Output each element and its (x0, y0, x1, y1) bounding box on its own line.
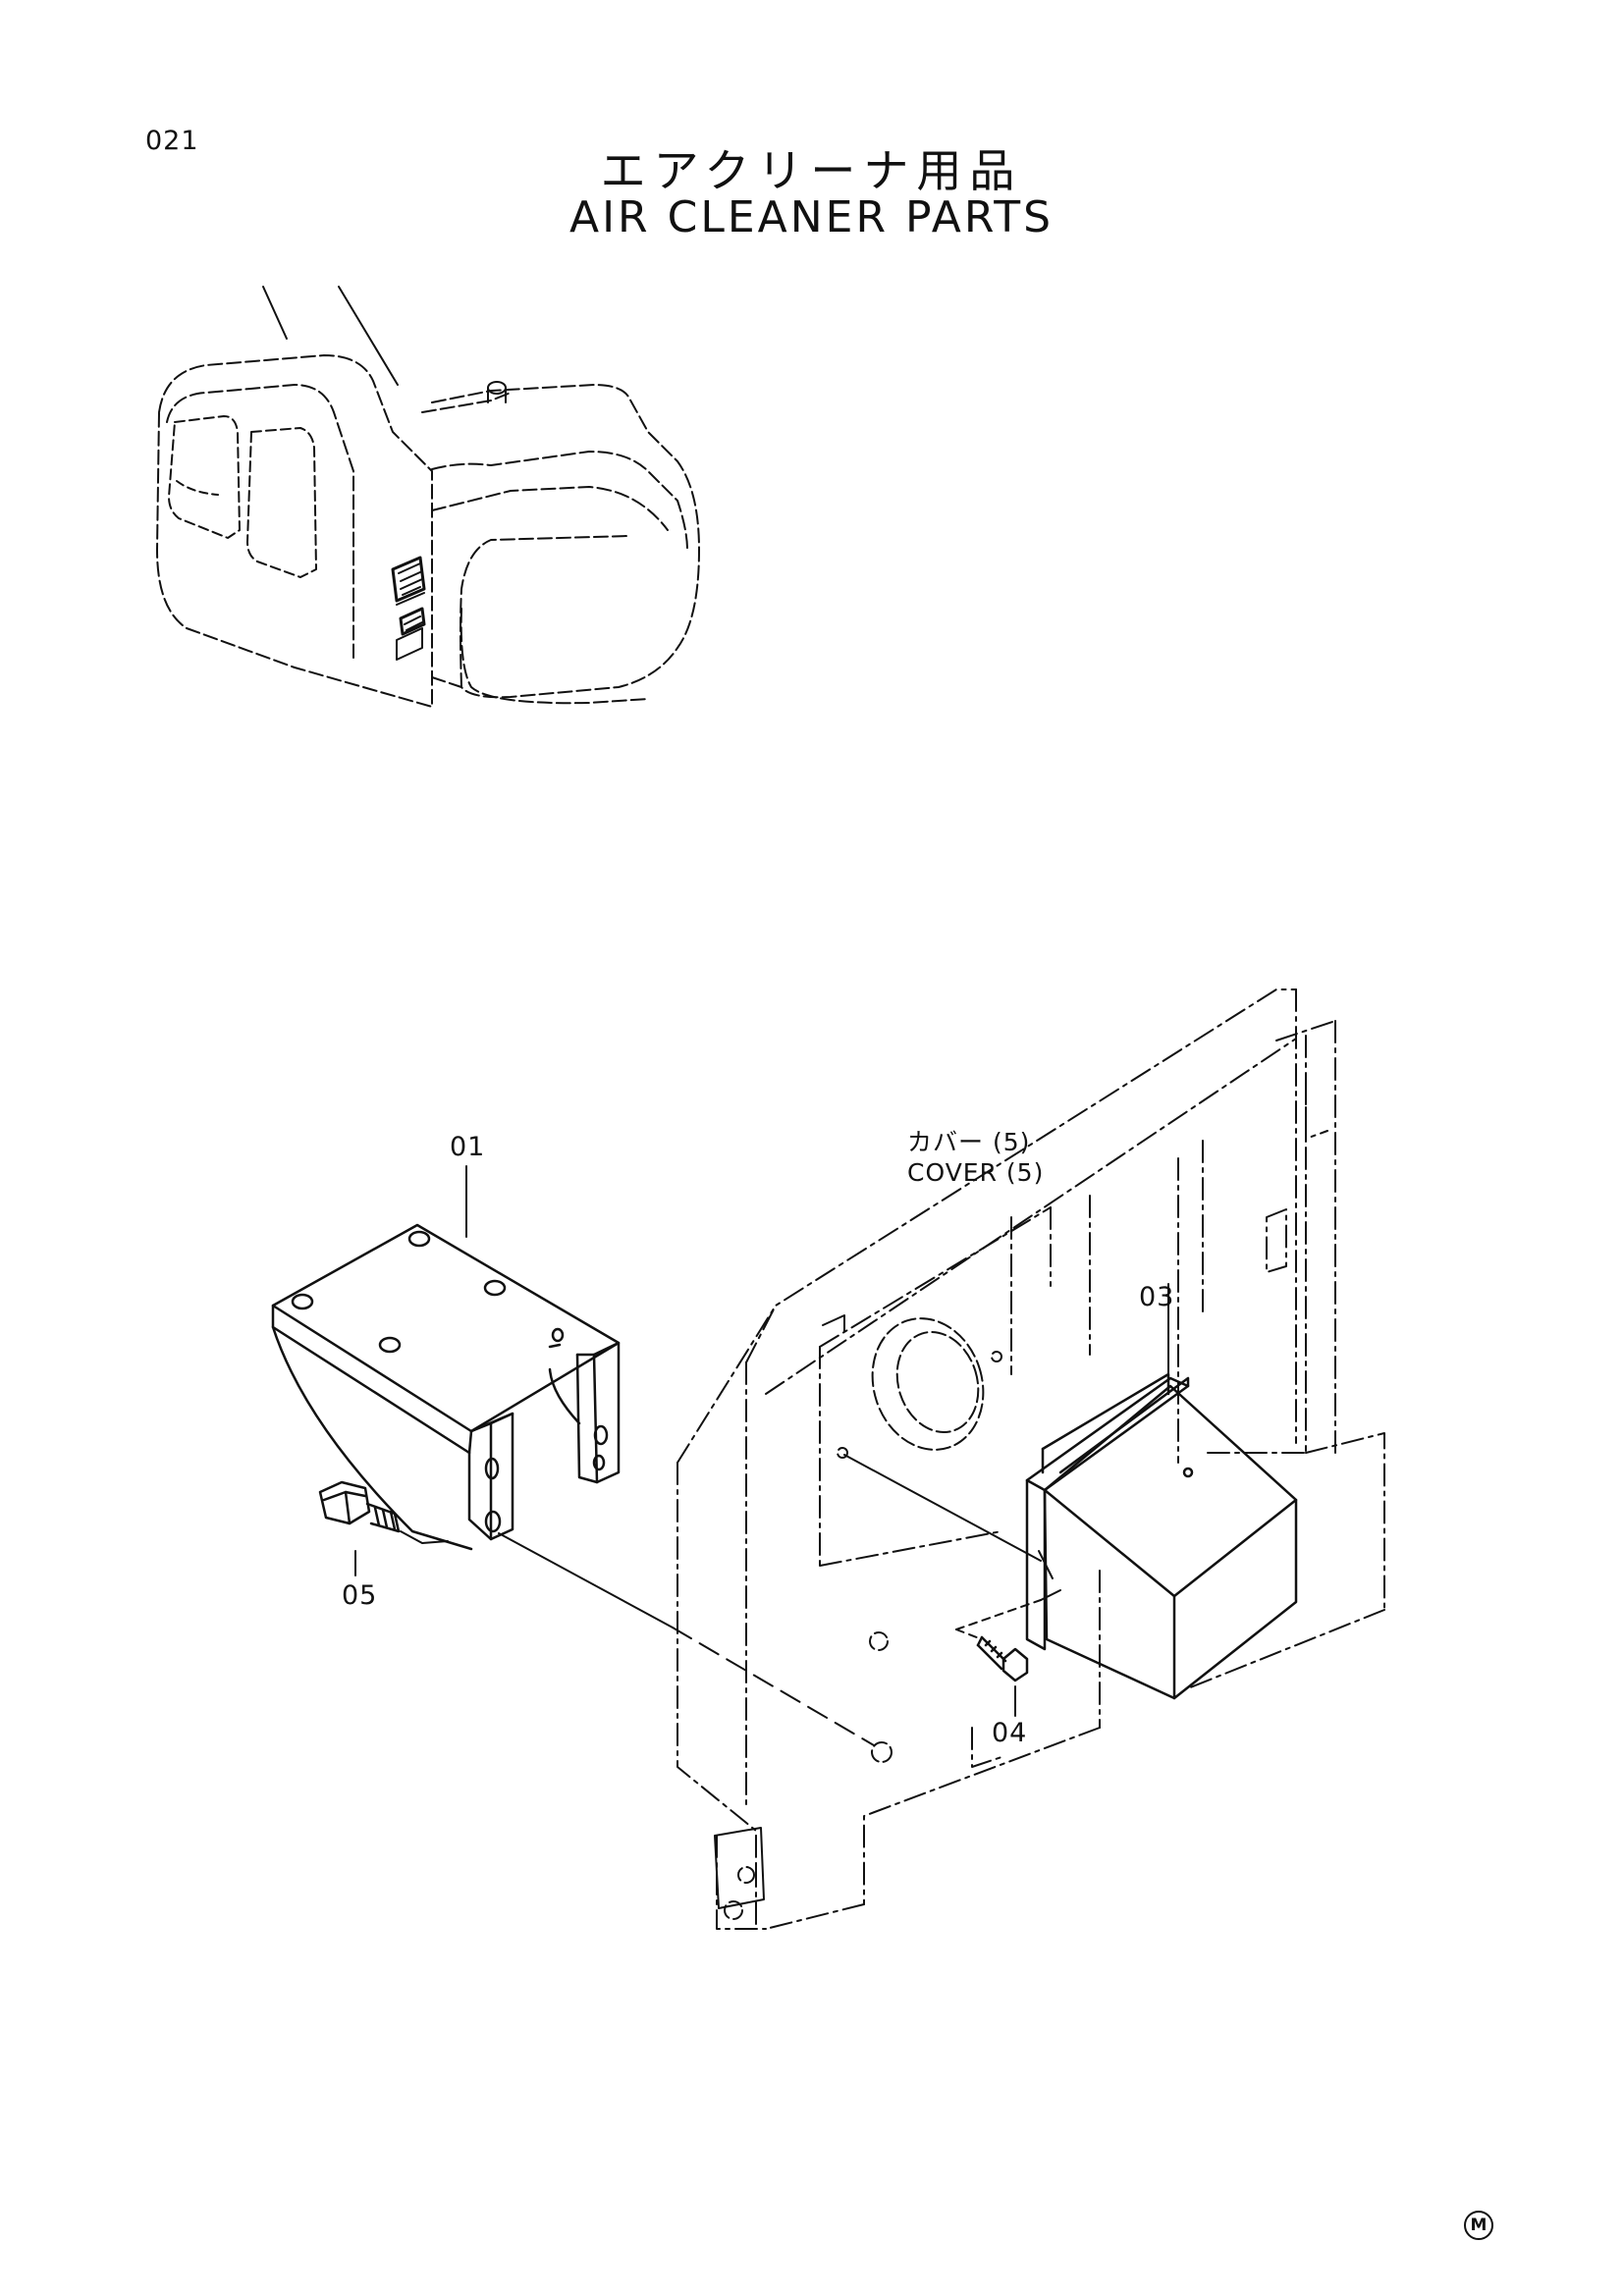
cover-reference-label: カバー (5) COVER (5) (907, 1127, 1044, 1188)
callout-04: 04 (992, 1718, 1028, 1748)
air-cleaner-part-03 (1025, 1372, 1298, 1700)
revision-mark: M (1464, 2211, 1493, 2240)
page-title-english: AIR CLEANER PARTS (568, 192, 1055, 242)
cover-reference-en: COVER (5) (907, 1158, 1045, 1187)
cover-panel-phantom (676, 988, 1385, 1930)
page-number: 021 (145, 126, 199, 156)
callout-03: 03 (1139, 1282, 1175, 1312)
page-title-japanese: エアクリーナ用品 (600, 144, 1023, 197)
panel-air-opening (724, 1317, 1002, 1920)
bolt-part-05 (318, 1480, 401, 1533)
excavator-locator-view (156, 286, 700, 708)
bolt-part-04 (976, 1635, 1029, 1682)
cover-reference-ja: カバー (5) (907, 1128, 1031, 1156)
air-cleaner-location-marker (391, 556, 426, 661)
hinge-plate (714, 1827, 765, 1909)
callout-01: 01 (450, 1132, 486, 1162)
callout-05: 05 (342, 1580, 378, 1611)
